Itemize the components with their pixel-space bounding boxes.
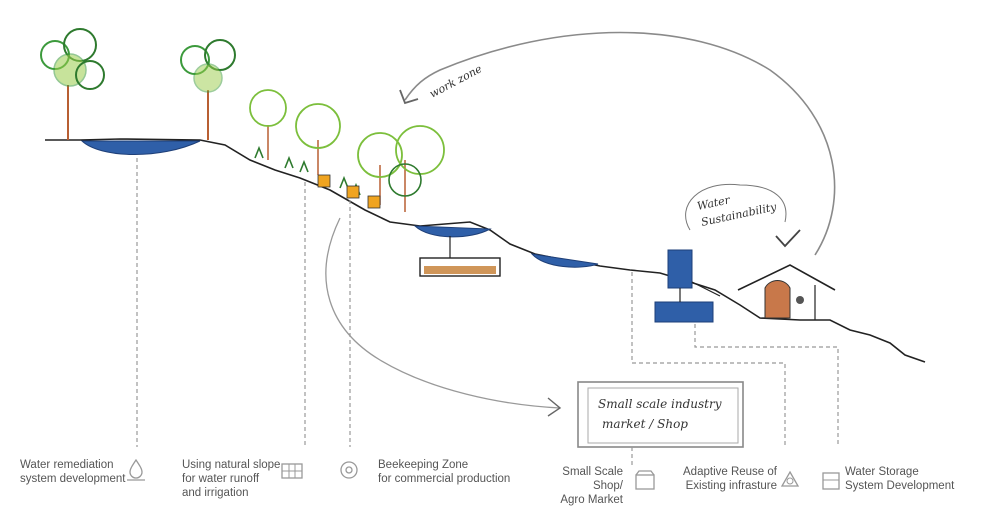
beehive-2 xyxy=(346,185,360,199)
market-sketch-box-inner xyxy=(587,387,739,444)
water-tank-lower xyxy=(654,301,714,323)
shop-icon xyxy=(635,470,655,490)
leader-6 xyxy=(631,272,786,447)
box-text-line1: Small scale industry xyxy=(598,397,722,411)
recycle-icon xyxy=(780,470,800,487)
box-text-line2: market / Shop xyxy=(602,417,688,431)
house-figure xyxy=(796,296,804,304)
pond-middle xyxy=(413,225,492,238)
tree-slope-3 xyxy=(357,125,445,212)
legend-natural-slope: Using natural slope for water runoff and… xyxy=(182,459,281,499)
legend-beekeeping: Beekeeping Zone for commercial productio… xyxy=(378,459,511,485)
note-work-zone: work zone xyxy=(427,62,484,101)
shrubs xyxy=(254,145,361,196)
pond-top xyxy=(80,140,201,155)
thought-bubble xyxy=(685,183,787,231)
water-tank-upper xyxy=(667,249,693,289)
underground-storage xyxy=(419,257,501,277)
legend-adaptive-reuse: Adaptive Reuse of Existing infrasture xyxy=(683,466,777,492)
tank-pipe-2 xyxy=(691,281,721,297)
tree-large-1 xyxy=(40,28,105,140)
bee-gear-icon xyxy=(340,461,358,479)
water-drop-icon xyxy=(127,458,145,481)
beehive-1 xyxy=(317,174,331,188)
ground-line xyxy=(45,138,926,363)
pond-lower xyxy=(530,253,599,268)
curve-arrowhead xyxy=(547,397,562,417)
legend-small-shop: Small Scale Shop/ Agro Market xyxy=(560,466,623,506)
market-sketch-box xyxy=(577,381,744,448)
feedback-arrow xyxy=(404,31,836,256)
beehive-3 xyxy=(367,195,381,209)
legend-water-remediation: Water remediation system development xyxy=(20,459,126,485)
tree-large-2 xyxy=(180,39,236,140)
house-wall xyxy=(764,280,791,319)
house-roof xyxy=(737,264,836,291)
check-mark xyxy=(775,229,801,248)
leader-5 xyxy=(694,324,839,447)
curve-arrow-to-box xyxy=(325,217,561,409)
irrigation-icon xyxy=(281,463,303,479)
feedback-arrowhead xyxy=(399,89,419,105)
legend-water-storage: Water Storage System Development xyxy=(845,466,955,492)
storage-tank-icon xyxy=(822,472,840,490)
tree-slope-2 xyxy=(295,103,341,175)
tree-slope-1 xyxy=(249,89,287,160)
storage-soil xyxy=(424,266,496,274)
